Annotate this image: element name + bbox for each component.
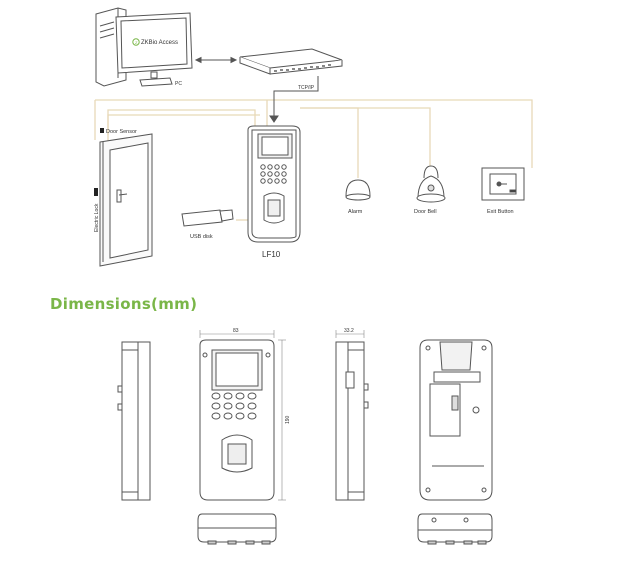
width-dimension [199, 330, 275, 338]
height-value: 190 [285, 415, 291, 424]
electric-lock-icon [94, 188, 98, 196]
zkbio-logo: Z ZKBio Access [132, 38, 178, 46]
network-link [269, 76, 319, 123]
back-view [419, 339, 493, 501]
depth-value: 33.2 [344, 328, 354, 334]
alarm-label: Alarm [348, 209, 363, 215]
front-view [199, 339, 275, 501]
exit-button-icon [481, 167, 525, 201]
lf10-device [247, 125, 301, 243]
pc-switch-link [194, 56, 238, 64]
pc-icon [95, 7, 193, 87]
bottom-view-back [417, 513, 493, 545]
wiring [94, 99, 533, 221]
dimensions-title: Dimensions(mm) [50, 295, 198, 313]
alarm-icon [345, 179, 371, 201]
door-icon [99, 133, 153, 267]
height-dimension [278, 339, 286, 501]
electric-lock-label: Electric Lock [94, 203, 100, 232]
door-sensor-icon [100, 128, 104, 133]
door-bell-icon [416, 165, 446, 203]
svg-text:Z: Z [135, 40, 138, 45]
width-value: 83 [233, 328, 239, 334]
depth-dimension [335, 330, 365, 338]
network-label: TCP/IP [298, 85, 315, 91]
exit-button-label: Exit Button [487, 209, 514, 215]
usb-disk-icon [181, 209, 234, 227]
pc-label: PC [175, 81, 182, 87]
device-model-label: LF10 [262, 250, 281, 259]
side-view-right [335, 341, 369, 501]
zkbio-logo-text: ZKBio Access [141, 40, 178, 46]
door-bell-label: Door Bell [414, 209, 437, 215]
bottom-view-front [197, 513, 277, 545]
door-sensor-label: Door Sensor [106, 129, 137, 135]
side-view-left [117, 341, 151, 501]
network-switch-icon [239, 48, 343, 75]
usb-disk-label: USB disk [190, 234, 213, 240]
